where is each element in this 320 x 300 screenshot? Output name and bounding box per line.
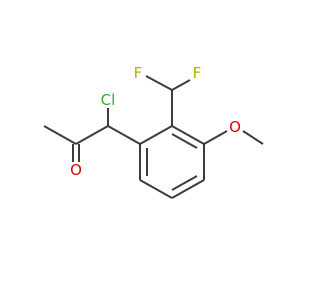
bond-chf2-c-f1 (145, 75, 173, 91)
bond-ring-c5-c6 (139, 179, 173, 199)
carbonyl-oxygen-label: O (70, 161, 82, 179)
bond-c3-o-methoxy (203, 130, 228, 145)
bond-chf2-c-f2 (171, 79, 191, 91)
chlorine-label: Cl (101, 91, 116, 109)
atom-labels: Cl F F O O (70, 64, 241, 179)
chlorine-atom: Cl (101, 91, 116, 109)
bond-layer (43, 75, 264, 199)
bond-ring-c1-c2 (139, 125, 173, 145)
fluorine-atom-right: F (193, 64, 202, 82)
carbonyl-oxygen-atom: O (70, 161, 82, 179)
bond-carbonyl-c-methyl (43, 125, 77, 145)
bond-chiral-c-carbonyl-c (75, 125, 109, 145)
bond-c1-chiral-c (107, 125, 141, 145)
bond-ring-inner-c4-c5 (171, 175, 198, 191)
fluorine-label-right: F (193, 64, 202, 82)
bond-ring-inner-c2-c3 (171, 133, 198, 149)
bond-ring-c4-c5 (171, 179, 205, 199)
fluorine-atom-left: F (134, 64, 143, 82)
methoxy-oxygen-atom: O (229, 118, 241, 136)
methoxy-oxygen-label: O (229, 118, 241, 136)
bond-o-methoxy-methyl (242, 130, 264, 145)
molecule-structure-diagram: Cl F F O O (43, 64, 264, 199)
bond-ring-c2-c3 (171, 125, 205, 145)
fluorine-label-left: F (134, 64, 143, 82)
